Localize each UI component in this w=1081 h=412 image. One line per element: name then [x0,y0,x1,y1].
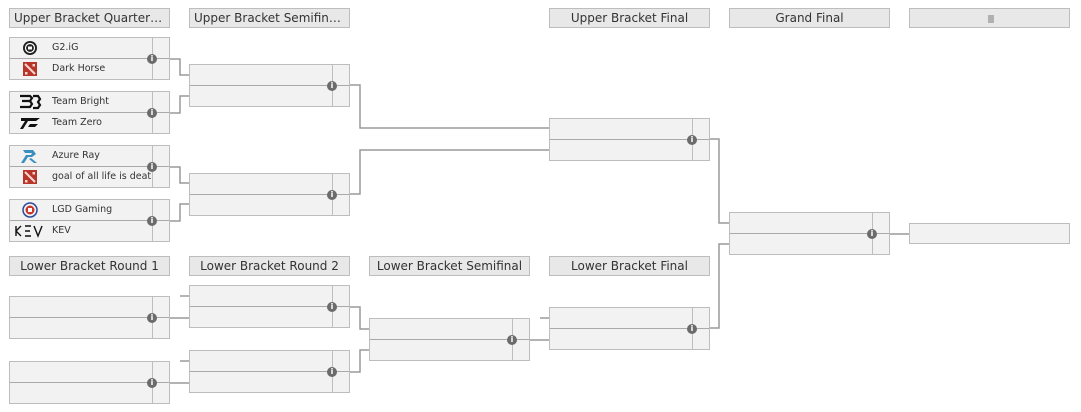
team-slot[interactable] [190,65,332,85]
team-slot[interactable]: goal of all life is death [10,167,152,187]
header-upper-final: Upper Bracket Final [549,8,710,28]
header-upper-semifinals: Upper Bracket Semifinals [189,8,350,28]
header-upper-quarterfinals: Upper Bracket Quarterfin... [9,8,170,28]
match-info-icon[interactable]: i [147,313,157,323]
match-grand-final: i [729,212,890,255]
match-info-icon[interactable]: i [147,378,157,388]
team-slot[interactable]: Dark Horse [10,59,152,79]
azure-ray-logo-icon [21,150,37,163]
team-slot[interactable] [550,140,692,160]
match-info-icon[interactable]: i [147,108,157,118]
team-slot[interactable] [10,383,152,403]
kev-logo-icon [15,225,43,238]
team-slot[interactable] [190,372,332,392]
team-slot[interactable] [730,213,872,233]
slot-divider [10,317,169,318]
team-slot[interactable] [550,119,692,139]
match-ubsf-2: i [189,173,350,216]
team-name: Azure Ray [52,150,100,161]
team-slot[interactable] [550,329,692,349]
team-slot[interactable] [190,86,332,106]
team-slot[interactable]: G2.iG [10,38,152,58]
dota2-logo-icon [23,62,37,76]
match-ubsf-1: i [189,64,350,107]
slot-divider [550,139,709,140]
slot-divider [190,306,349,307]
slot-divider [550,328,709,329]
match-info-icon[interactable]: i [147,54,157,64]
match-lbr2-2: i [189,350,350,393]
team-slot[interactable] [10,318,152,338]
team-slot[interactable]: Team Zero [10,113,152,133]
team-slot[interactable] [550,308,692,328]
team-slot[interactable]: LGD Gaming [10,200,152,220]
team-slot[interactable] [190,286,332,306]
slot-divider [190,85,349,86]
team-slot[interactable] [370,340,512,360]
slot-divider [190,194,349,195]
slot-divider [10,220,169,221]
match-ubqf-3: Azure Ray goal of all life is death i [9,145,170,188]
team-slot[interactable] [730,234,872,254]
header-winner [909,8,1070,28]
slot-divider [190,371,349,372]
team-slot[interactable]: Azure Ray [10,146,152,166]
match-info-icon[interactable]: i [327,81,337,91]
header-lower-round2: Lower Bracket Round 2 [189,256,350,276]
header-lower-final: Lower Bracket Final [549,256,710,276]
team-slot[interactable] [190,174,332,194]
g2ig-logo-icon [23,41,37,55]
match-info-icon[interactable]: i [687,135,697,145]
team-slot[interactable] [10,297,152,317]
lgd-logo-icon [22,202,38,218]
team-slot[interactable] [10,362,152,382]
match-lbr2-1: i [189,285,350,328]
match-info-icon[interactable]: i [867,229,877,239]
slot-divider [370,339,529,340]
team-name: goal of all life is death [52,171,152,182]
match-upper-final: i [549,118,710,161]
match-info-icon[interactable]: i [327,302,337,312]
slot-divider [10,58,169,59]
slot-divider [10,382,169,383]
redacted-mark [987,14,994,23]
team-zero-logo-icon [20,118,40,129]
header-lower-semifinal: Lower Bracket Semifinal [369,256,530,276]
team-slot[interactable] [190,307,332,327]
match-lower-final: i [549,307,710,350]
team-slot[interactable]: Team Bright [10,92,152,112]
team-name: Team Zero [52,117,102,128]
dota2-logo-icon [23,170,37,184]
team-name: LGD Gaming [52,204,113,215]
match-info-icon[interactable]: i [327,190,337,200]
match-ubqf-4: LGD Gaming KEV i [9,199,170,242]
match-info-icon[interactable]: i [327,367,337,377]
team-name: Dark Horse [52,63,106,74]
match-ubqf-2: Team Bright Team Zero i [9,91,170,134]
match-lbr1-2: i [9,361,170,404]
team-slot[interactable] [190,195,332,215]
match-info-icon[interactable]: i [687,324,697,334]
match-info-icon[interactable]: i [147,216,157,226]
match-info-icon[interactable]: i [147,162,157,172]
team-name: KEV [52,225,71,236]
slot-divider [730,233,889,234]
match-lbr1-1: i [9,296,170,339]
team-slot[interactable]: KEV [10,221,152,241]
header-grand-final: Grand Final [729,8,890,28]
team-bright-logo-icon [20,94,42,110]
team-name: G2.iG [52,42,79,53]
match-ubqf-1: G2.iG Dark Horse i [9,37,170,80]
team-slot[interactable] [190,351,332,371]
winner-slot[interactable] [909,223,1070,244]
slot-divider [10,166,169,167]
team-slot[interactable] [370,319,512,339]
header-lower-round1: Lower Bracket Round 1 [9,256,170,276]
slot-divider [10,112,169,113]
team-name: Team Bright [52,96,109,107]
match-info-icon[interactable]: i [507,335,517,345]
match-lower-semifinal: i [369,318,530,361]
